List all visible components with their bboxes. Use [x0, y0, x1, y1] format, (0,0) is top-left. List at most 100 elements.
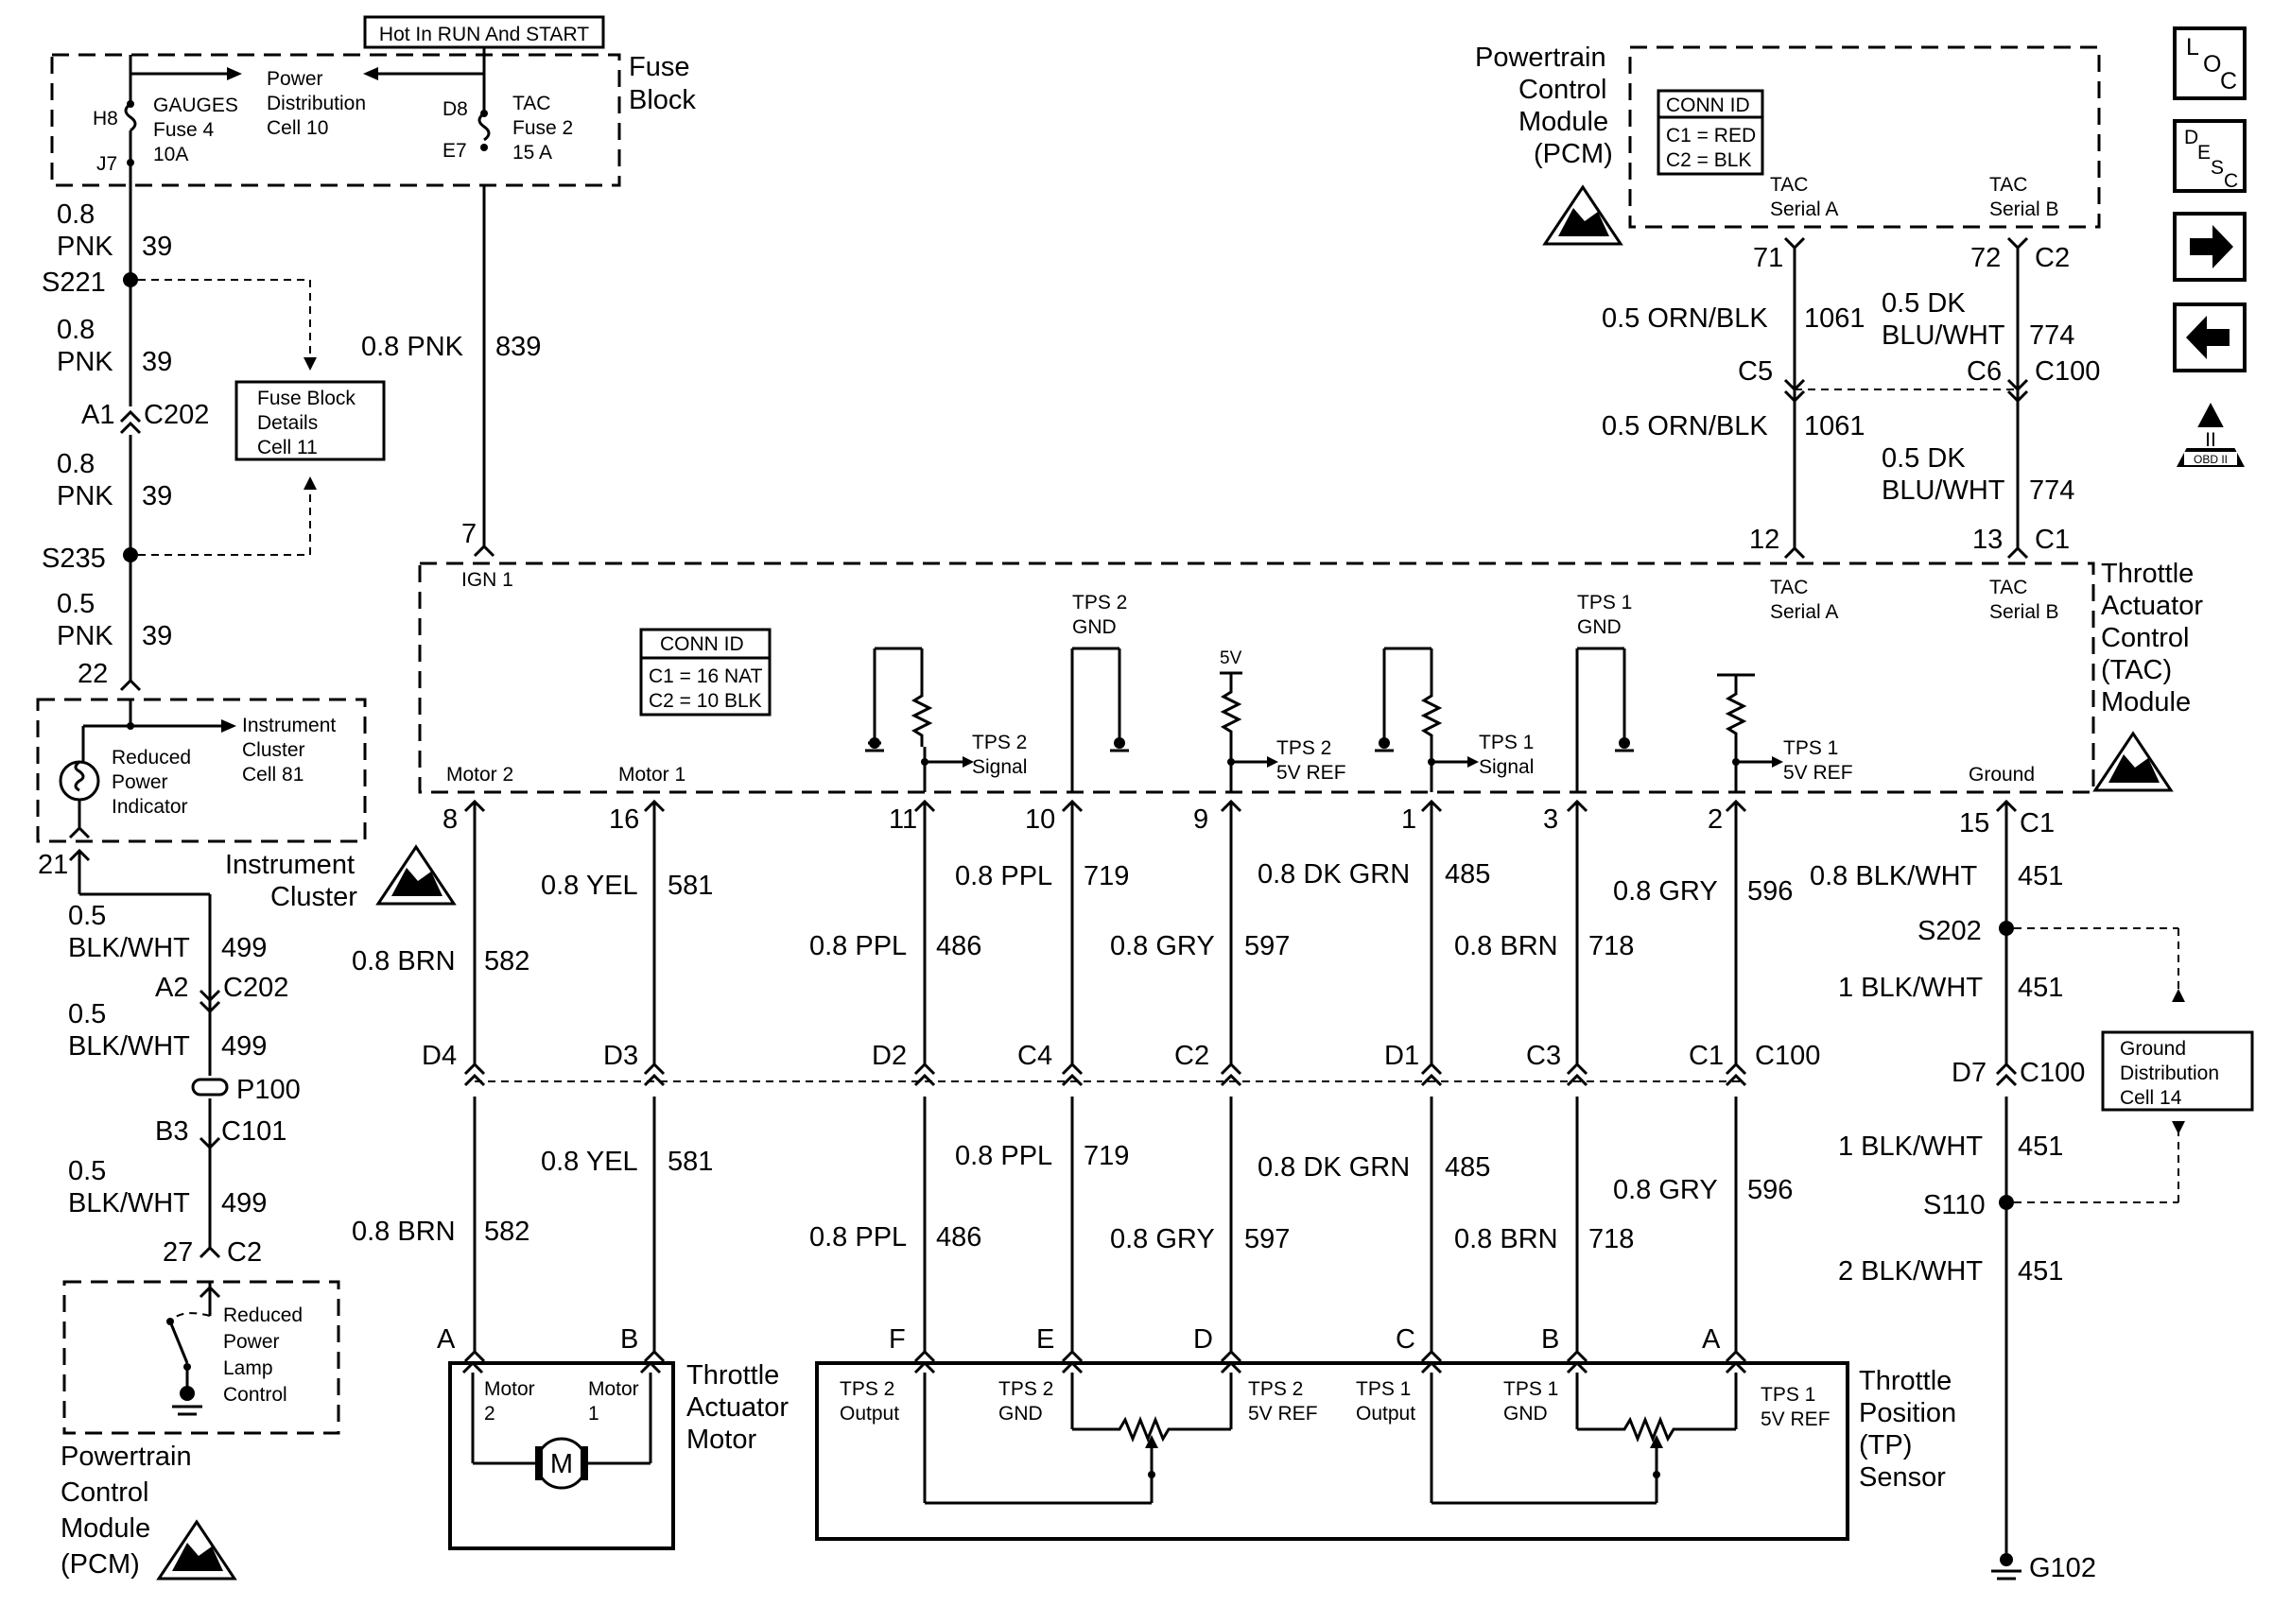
- pin-c4: C4: [1017, 1041, 1052, 1071]
- tac-serial-a-label-2: Serial A: [1770, 199, 1838, 220]
- obd-ii-icon[interactable]: II OBD II: [2177, 403, 2245, 467]
- wire-582-color: 0.8 BRN: [352, 1217, 456, 1247]
- circuit-582: 582: [484, 946, 529, 976]
- tps2-signal-label-2: Signal: [972, 756, 1027, 778]
- tp-tps2-5vref-label: TPS 2: [1248, 1378, 1303, 1400]
- wire-451-color: 1 BLK/WHT: [1838, 1132, 1983, 1162]
- circuit-718: 718: [1588, 1224, 1634, 1254]
- pin-d8: D8: [442, 98, 468, 120]
- circuit-451: 451: [2018, 973, 2063, 1003]
- circuit-1061: 1061: [1804, 303, 1865, 334]
- pin-8: 8: [442, 804, 458, 835]
- wire-color: PNK: [57, 232, 113, 262]
- wire-774-color-2: BLU/WHT: [1882, 320, 2005, 351]
- circuit-number: 499: [221, 1188, 267, 1218]
- next-arrow-icon[interactable]: [2173, 212, 2247, 282]
- circuit-581: 581: [668, 871, 713, 901]
- loc-letter-o: O: [2203, 51, 2221, 78]
- pcm-top-label-4: (PCM): [1534, 139, 1613, 169]
- description-icon[interactable]: [2173, 119, 2247, 193]
- connector-icon: [463, 1349, 486, 1363]
- location-icon[interactable]: [2173, 26, 2247, 100]
- connector-icon: [1220, 799, 1242, 813]
- connector-icon: [1566, 799, 1588, 813]
- wire-719-color: 0.8 PPL: [955, 861, 1052, 891]
- connector-icon: [643, 1349, 666, 1363]
- wire-color: BLK/WHT: [68, 1031, 190, 1062]
- pcm-label-3: Module: [61, 1513, 150, 1544]
- 5v-label: 5V: [1220, 648, 1242, 668]
- connector-icon: [1061, 799, 1084, 813]
- wire-size: 0.8: [57, 315, 95, 345]
- prev-arrow-icon[interactable]: [2173, 302, 2247, 372]
- fuse-block-details-box: [234, 380, 386, 461]
- hot-in-run-label: Hot In RUN And START: [379, 24, 589, 45]
- reduced-power-lamp-label-4: Control: [223, 1384, 287, 1406]
- pcm-top-label-3: Module: [1518, 107, 1608, 137]
- conn-id-c1: C1 = RED: [1666, 125, 1756, 147]
- throttle-actuator-motor-label-3: Motor: [686, 1425, 756, 1455]
- tac-serial-b-label: TAC: [1989, 174, 2027, 196]
- pin-a: A: [437, 1324, 456, 1355]
- throttle-actuator-motor: M Motor 2 Motor 1 Throttle Actuator Moto…: [448, 1360, 789, 1550]
- tac-module-label-5: Module: [2101, 687, 2191, 717]
- icon-strip: L O C D E S C II OBD II: [2173, 26, 2247, 467]
- pin-7: 7: [461, 519, 477, 549]
- arrow-left-icon: [363, 67, 378, 80]
- pcm-left: Reduced Power Lamp Control Powertrain Co…: [61, 1280, 340, 1581]
- reduced-power-indicator-label-3: Indicator: [112, 796, 188, 818]
- tp-sensor-label: Throttle: [1859, 1366, 1952, 1396]
- tac-serial-b-label-2: Serial B: [1989, 199, 2059, 220]
- wire-1061-color: 0.5 ORN/BLK: [1602, 411, 1768, 441]
- instrument-cluster-label-2: Cluster: [270, 882, 357, 912]
- pin-c2: C2: [1174, 1041, 1209, 1071]
- circuit-number: 39: [142, 347, 172, 377]
- wire-718-color: 0.8 BRN: [1454, 931, 1558, 961]
- wire-color: BLK/WHT: [68, 933, 190, 963]
- wire-size: 0.5: [68, 901, 106, 931]
- pcm-top: Powertrain Control Module (PCM) CONN ID …: [1475, 43, 2101, 246]
- connector-icon: [643, 1062, 666, 1076]
- tac-serial-a-label: TAC: [1770, 577, 1808, 598]
- connector-icon: [463, 1073, 486, 1087]
- wire-size: 0.5: [68, 1156, 106, 1186]
- wire-486-color: 0.8 PPL: [809, 1222, 907, 1253]
- connector-c202: C202: [223, 973, 288, 1003]
- wire-color: PNK: [57, 621, 113, 651]
- pin-d1: D1: [1384, 1041, 1419, 1071]
- connector-icon: [913, 1062, 936, 1076]
- tac-serial-a-label: TAC: [1770, 174, 1808, 196]
- pin-d: D: [1193, 1324, 1213, 1355]
- circuit-451: 451: [2018, 1256, 2063, 1287]
- connector-icon: [913, 1349, 936, 1363]
- pcm-top-label-2: Control: [1518, 75, 1607, 105]
- tps1-signal-label-2: Signal: [1479, 756, 1534, 778]
- splice-s202: [1999, 921, 2014, 936]
- switch-icon: [168, 1321, 189, 1364]
- pin-b3: B3: [155, 1116, 188, 1147]
- pin-3: 3: [1543, 804, 1558, 835]
- tp-tps1-5vref-label-2: 5V REF: [1761, 1408, 1831, 1430]
- connector-c100: C100: [2035, 356, 2100, 387]
- conn-id-title: CONN ID: [1666, 95, 1750, 116]
- circuit-582: 582: [484, 1217, 529, 1247]
- wire-485-color: 0.8 DK GRN: [1258, 1152, 1410, 1183]
- ground-icon: [1114, 737, 1125, 749]
- connector-c100: C100: [1755, 1041, 1820, 1071]
- tac-serial-b-label: TAC: [1989, 577, 2027, 598]
- pin-a2: A2: [155, 973, 188, 1003]
- pin-a: A: [1702, 1324, 1721, 1355]
- tp-tps2-output-label: TPS 2: [840, 1378, 894, 1400]
- wire-size: 0.8: [57, 449, 95, 479]
- circuit-839: 0.8 PNK 839 7: [361, 185, 541, 558]
- potentiometer-icon: [1072, 1415, 1231, 1443]
- tp-sensor-label-4: Sensor: [1859, 1462, 1946, 1493]
- instrument-cluster: Reduced Power Indicator Instrument Clust…: [36, 698, 457, 912]
- connector-icon: [1725, 799, 1747, 813]
- wire-597-color: 0.8 GRY: [1110, 1224, 1215, 1254]
- pin-12: 12: [1749, 525, 1779, 555]
- pin-13: 13: [1972, 525, 2003, 555]
- tps2-gnd-label-2: GND: [1072, 616, 1117, 638]
- fuse-block: Hot In RUN And START Fuse Block H8 J7 GA…: [50, 15, 696, 187]
- instrument-cluster-cell-label-2: Cluster: [242, 739, 305, 761]
